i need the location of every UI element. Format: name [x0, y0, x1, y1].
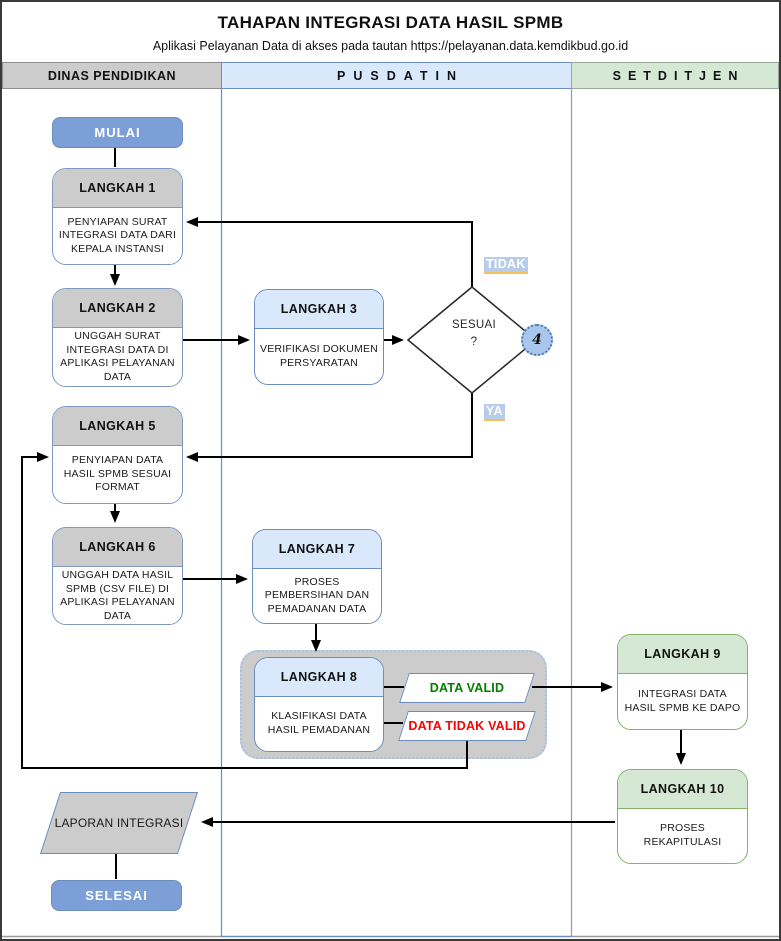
- decision-question-mark: ?: [470, 336, 478, 349]
- connector-ya-l5: [186, 393, 473, 462]
- step-body: UNGGAH SURAT INTEGRASI DATA DI APLIKASI …: [60, 330, 175, 383]
- step-title: LANGKAH 9: [618, 635, 747, 674]
- step-langkah-6: LANGKAH 6 UNGGAH DATA HASIL SPMB (CSV FI…: [52, 527, 183, 625]
- title-block: TAHAPAN INTEGRASI DATA HASIL SPMB Aplika…: [2, 2, 779, 62]
- step-langkah-3: LANGKAH 3 VERIFIKASI DOKUMEN PERSYARATAN: [254, 289, 384, 385]
- step-title: LANGKAH 3: [255, 290, 383, 329]
- start-node: MULAI: [52, 117, 183, 148]
- page-subtitle: Aplikasi Pelayanan Data di akses pada ta…: [152, 39, 629, 53]
- step-body: VERIFIKASI DOKUMEN PERSYARATAN: [260, 342, 378, 369]
- step-langkah-5: LANGKAH 5 PENYIAPAN DATA HASIL SPMB SESU…: [52, 406, 183, 504]
- laporan-integrasi-node: LAPORAN INTEGRASI: [39, 792, 199, 854]
- laporan-integrasi-label: LAPORAN INTEGRASI: [54, 815, 184, 830]
- step-body: PROSES REKAPITULASI: [643, 822, 722, 848]
- step-body: PROSES PEMBERSIHAN DAN PEMADANAN DATA: [264, 575, 370, 615]
- step-title: LANGKAH 1: [53, 169, 182, 208]
- branch-label-ya: YA: [484, 404, 505, 421]
- connector-badge-4: 4: [521, 324, 553, 356]
- connector-tidak-loop: [186, 217, 473, 287]
- lane-header-setditjen: SETDITJEN: [571, 62, 779, 89]
- step-body: UNGGAH DATA HASIL SPMB (CSV FILE) DI APL…: [60, 569, 175, 622]
- step-langkah-8: LANGKAH 8 KLASIFIKASI DATA HASIL PEMADAN…: [254, 657, 384, 752]
- decision-question: SESUAI: [452, 319, 496, 331]
- decision-label: SESUAI ?: [434, 317, 514, 352]
- step-title: LANGKAH 5: [53, 407, 182, 446]
- lane-header-pusdatin: PUSDATIN: [221, 62, 572, 89]
- data-tidak-valid-node: DATA TIDAK VALID: [398, 711, 536, 741]
- step-langkah-7: LANGKAH 7 PROSES PEMBERSIHAN DAN PEMADAN…: [252, 529, 382, 624]
- branch-label-tidak: TIDAK: [484, 257, 528, 274]
- lane-header-dinas-pendidikan: DINAS PENDIDIKAN: [2, 62, 222, 89]
- step-body: PENYIAPAN DATA HASIL SPMB SESUAI FORMAT: [63, 454, 172, 494]
- data-valid-label: DATA VALID: [429, 681, 505, 695]
- page-title: TAHAPAN INTEGRASI DATA HASIL SPMB: [217, 13, 564, 32]
- step-title: LANGKAH 8: [255, 658, 383, 697]
- step-langkah-10: LANGKAH 10 PROSES REKAPITULASI: [617, 769, 748, 864]
- step-langkah-1: LANGKAH 1 PENYIAPAN SURAT INTEGRASI DATA…: [52, 168, 183, 265]
- step-title: LANGKAH 6: [53, 528, 182, 567]
- step-title: LANGKAH 2: [53, 289, 182, 328]
- data-valid-node: DATA VALID: [399, 673, 535, 703]
- data-tidak-valid-label: DATA TIDAK VALID: [408, 719, 526, 733]
- step-body: KLASIFIKASI DATA HASIL PEMADANAN: [267, 710, 371, 736]
- step-langkah-9: LANGKAH 9 INTEGRASI DATA HASIL SPMB KE D…: [617, 634, 748, 730]
- end-node: SELESAI: [51, 880, 182, 911]
- step-langkah-2: LANGKAH 2 UNGGAH SURAT INTEGRASI DATA DI…: [52, 288, 183, 387]
- step-body: INTEGRASI DATA HASIL SPMB KE DAPO: [624, 687, 741, 714]
- step-title: LANGKAH 7: [253, 530, 381, 569]
- step-body: PENYIAPAN SURAT INTEGRASI DATA DARI KEPA…: [58, 215, 177, 255]
- step-title: LANGKAH 10: [618, 770, 747, 809]
